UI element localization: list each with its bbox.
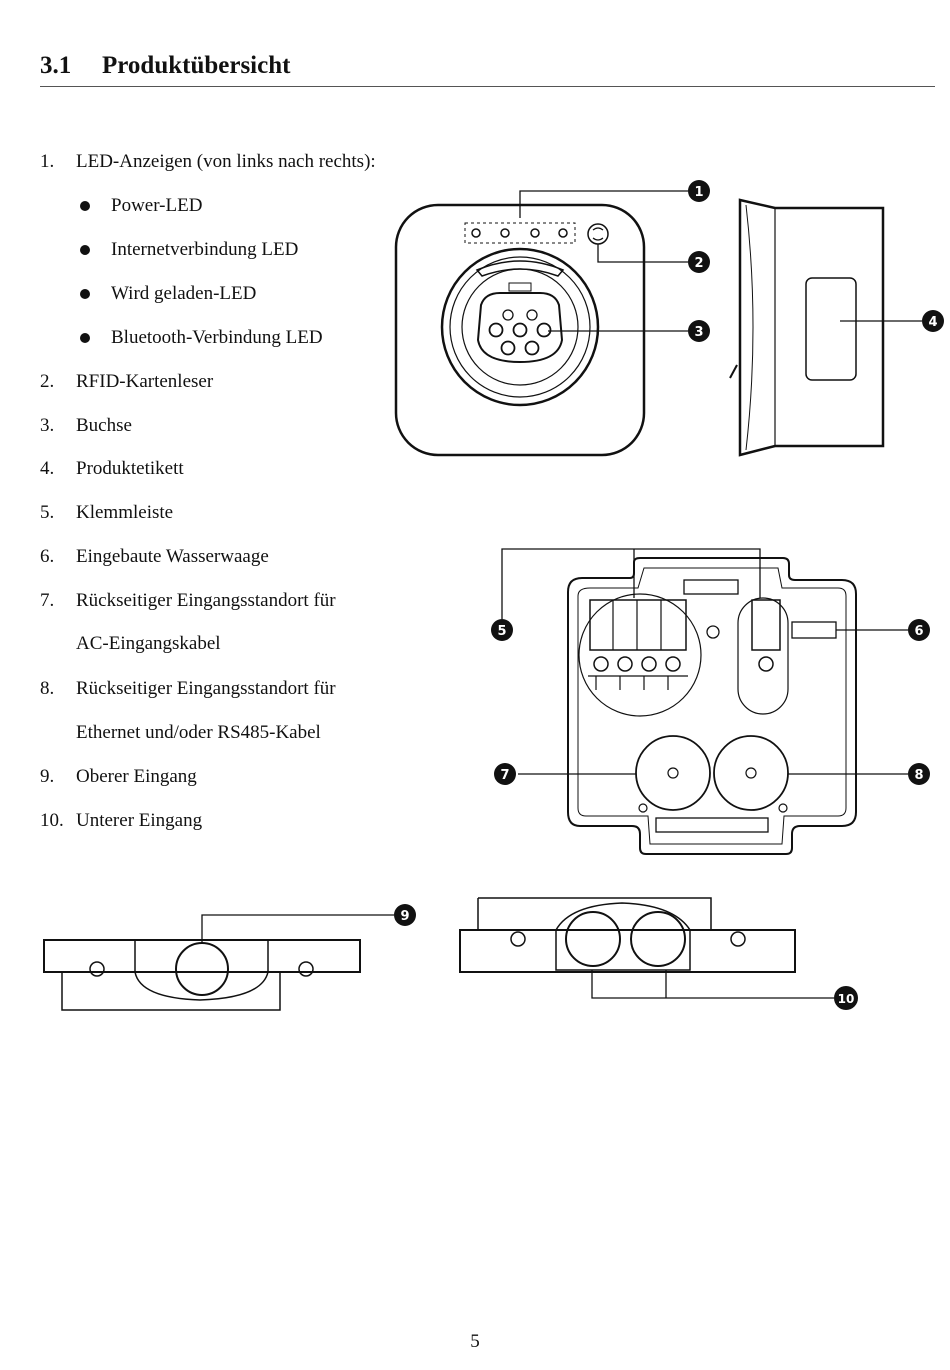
svg-text:2: 2 <box>694 256 703 271</box>
product-illustrations: 1 2 3 4 5 6 7 8 9 10 <box>43 180 944 1011</box>
bullet-dot-icon <box>80 289 90 299</box>
charger-back-view <box>567 557 857 855</box>
callout-4: 4 <box>922 310 944 332</box>
svg-text:5: 5 <box>497 624 506 639</box>
charger-front-view <box>394 203 646 457</box>
page-number: 5 <box>470 1331 480 1352</box>
heading-rule <box>40 86 935 87</box>
callout-10: 10 <box>834 986 858 1010</box>
charger-top-view <box>43 939 361 1011</box>
svg-text:1: 1 <box>694 185 703 200</box>
callout-5: 5 <box>491 619 513 641</box>
callout-1: 1 <box>688 180 710 202</box>
section-heading: 3.1 Produktübersicht <box>40 52 290 80</box>
svg-text:4: 4 <box>928 315 937 330</box>
callout-3: 3 <box>688 320 710 342</box>
section-number: 3.1 <box>40 52 72 79</box>
charger-side-view <box>729 198 885 457</box>
svg-text:3: 3 <box>694 325 703 340</box>
callout-6: 6 <box>908 619 930 641</box>
charger-bottom-view <box>459 897 796 973</box>
callout-2: 2 <box>688 251 710 273</box>
bullet-dot-icon <box>80 201 90 211</box>
section-title: Produktübersicht <box>102 52 291 79</box>
svg-text:8: 8 <box>914 768 923 783</box>
svg-text:7: 7 <box>500 768 509 783</box>
callout-9: 9 <box>394 904 416 926</box>
svg-text:10: 10 <box>838 992 855 1006</box>
bullet-dot-icon <box>80 245 90 255</box>
callout-7: 7 <box>494 763 516 785</box>
callout-badges: 1 2 3 4 5 6 7 8 9 10 <box>394 180 944 1010</box>
svg-text:6: 6 <box>914 624 923 639</box>
callout-leader-lines <box>201 190 922 999</box>
callout-8: 8 <box>908 763 930 785</box>
svg-text:9: 9 <box>400 909 409 924</box>
bullet-dot-icon <box>80 333 90 343</box>
